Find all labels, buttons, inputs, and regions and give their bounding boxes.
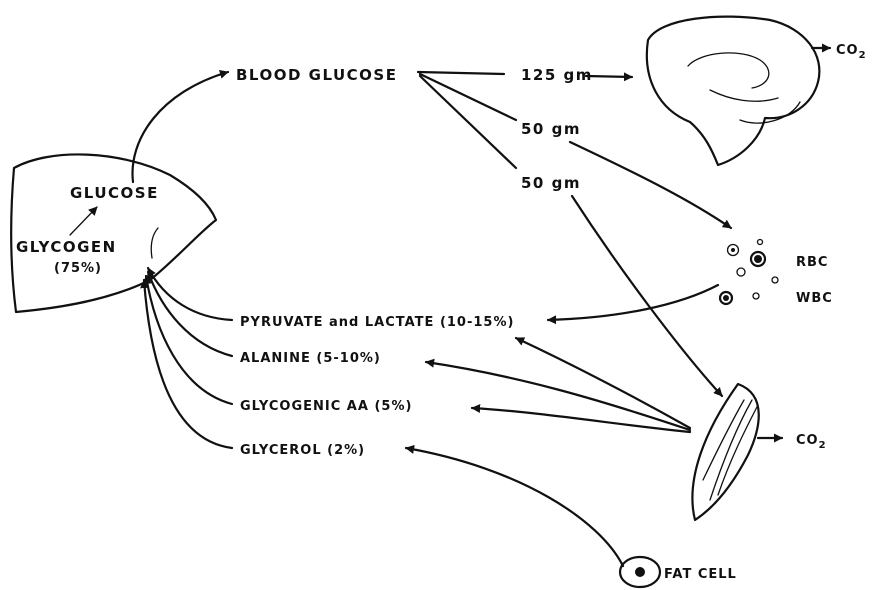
flow-to-rbc-line <box>420 74 516 120</box>
flow-rbc-amount: 50 gm <box>521 120 581 138</box>
glycogen-to-glucose-arrow <box>70 207 97 235</box>
alanine-label: ALANINE (5-10%) <box>240 351 381 366</box>
rbc-label: RBC <box>796 255 828 270</box>
flow-to-brain-arrow <box>418 72 504 74</box>
muscle-to-alanine-arrow <box>426 362 690 430</box>
liver-glycogen-label: GLYCOGEN <box>16 238 117 256</box>
pyruvate-lactate-label: PYRUVATE and LACTATE (10-15%) <box>240 315 514 330</box>
fat-cell-to-glycerol-arrow <box>406 448 623 566</box>
liver-glucose-label: GLUCOSE <box>70 184 159 202</box>
rbc-to-lactate-arrow <box>548 285 718 320</box>
muscle-fiber-3 <box>703 400 744 480</box>
brain-co2-label: CO2 <box>836 43 867 61</box>
blood-glucose-label: BLOOD GLUCOSE <box>236 66 397 84</box>
liver-glycogen-percent: (75%) <box>54 261 102 276</box>
fat-cell-nucleus <box>635 567 645 577</box>
flow-to-muscle-line <box>420 76 516 168</box>
brain-shape <box>647 17 820 165</box>
glycerol-label: GLYCEROL (2%) <box>240 443 365 458</box>
glycerol-to-liver-arrow <box>144 280 232 448</box>
liver-inner-curl <box>151 228 158 258</box>
alanine-to-liver-arrow <box>148 272 232 356</box>
liver-shape <box>11 154 216 312</box>
fat-cell-label: FAT CELL <box>664 567 737 582</box>
wbc-label: WBC <box>796 291 833 306</box>
muscle-shape <box>692 384 758 520</box>
lactate-to-liver-arrow <box>148 268 232 320</box>
glycogenic-aa-label: GLYCOGENIC AA (5%) <box>240 399 412 414</box>
brain-fold-1 <box>688 53 769 88</box>
flow-to-muscle-arrow <box>572 196 722 396</box>
flow-to-rbc-arrow <box>570 142 731 228</box>
blood-cells-cluster <box>720 240 778 305</box>
brain-fold-2 <box>710 90 778 101</box>
brain-fold-3 <box>740 102 800 123</box>
muscle-fiber-2 <box>718 405 758 495</box>
flow-muscle-amount: 50 gm <box>521 174 581 192</box>
flow-to-brain-arrow-tip <box>586 76 632 77</box>
flow-brain-amount: 125 gm <box>521 66 593 84</box>
muscle-co2-label: CO2 <box>796 433 827 451</box>
